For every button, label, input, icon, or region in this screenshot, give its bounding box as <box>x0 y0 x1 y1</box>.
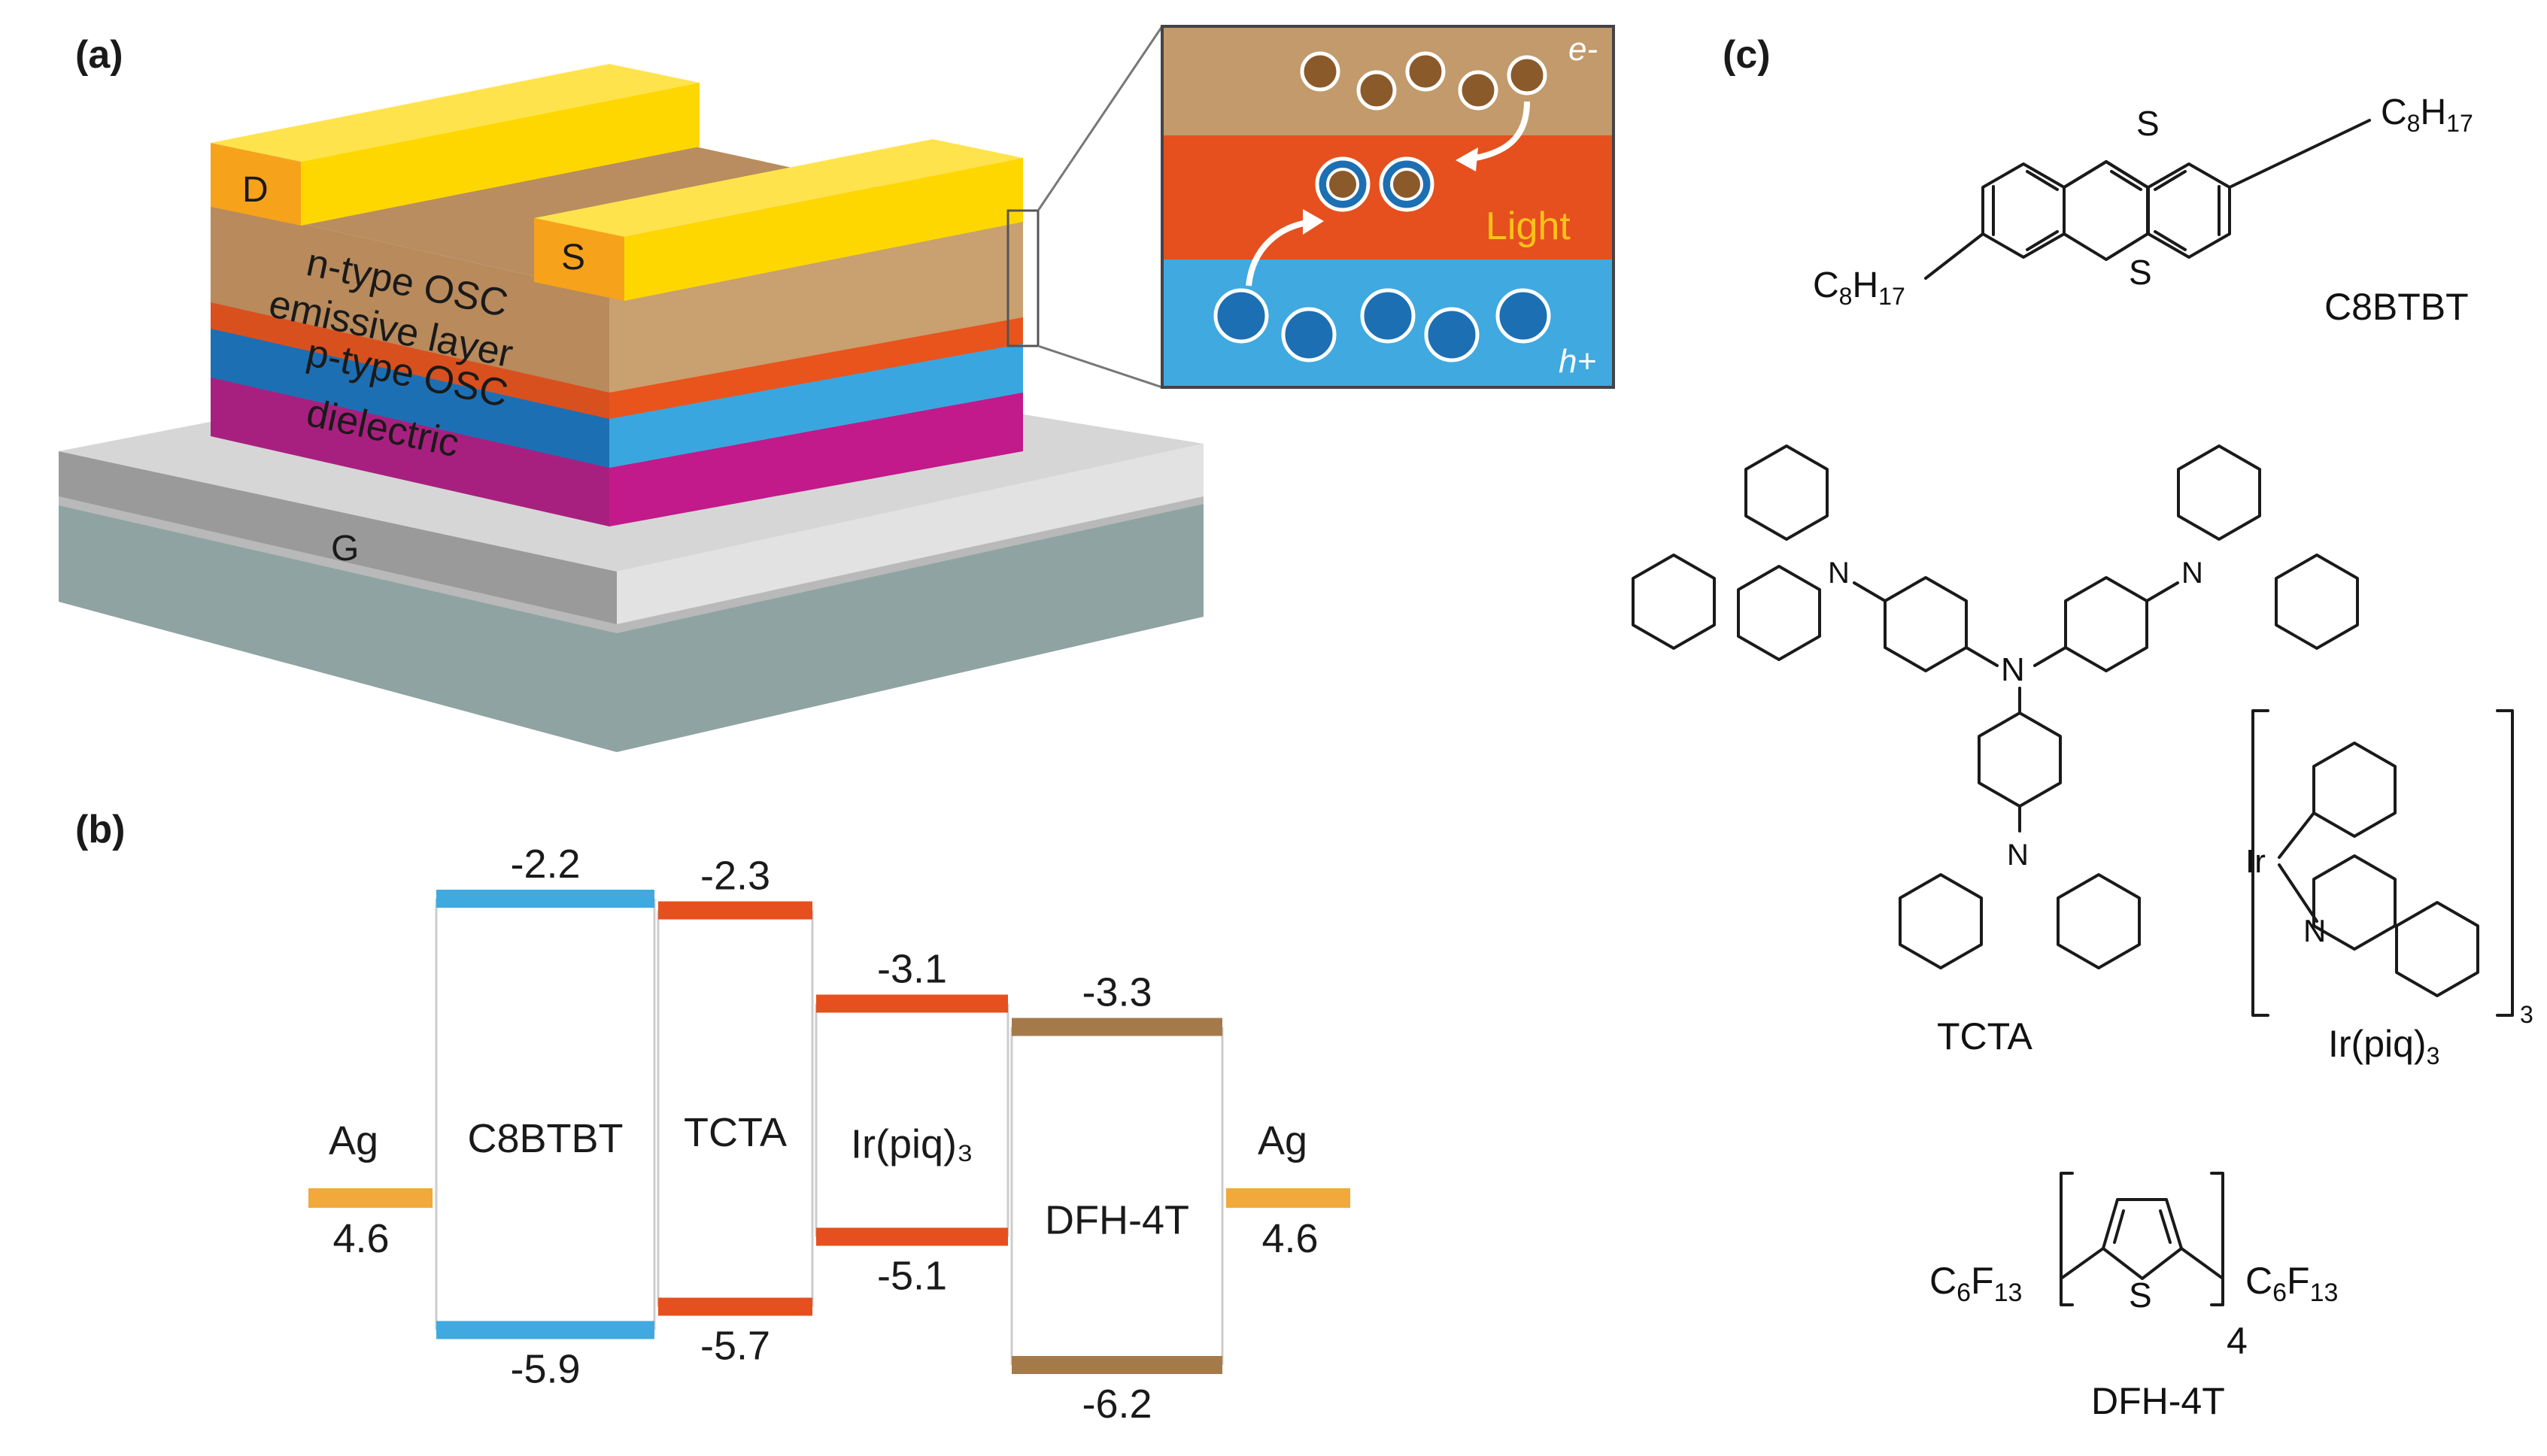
c8btbt-alkyl-left: C8H17 <box>1813 265 1905 310</box>
source-front <box>534 218 624 301</box>
lumo-value: -3.3 <box>1082 970 1152 1015</box>
panel-label-b: (b) <box>75 808 125 851</box>
source-side <box>624 158 1023 301</box>
material-name: TCTA <box>684 1110 787 1155</box>
material-name: DFH-4T <box>1045 1197 1189 1242</box>
source-top <box>534 139 1023 237</box>
lumo-value: -2.2 <box>510 842 580 887</box>
energy-level-diagram: -2.2 -5.9 C8BTBT -2.3 -5.7 TCTA -3.1 -5.1 Ir(piq… <box>308 842 1350 1427</box>
ntype-front <box>211 203 609 393</box>
hole <box>1360 288 1416 344</box>
dfh4t-repeat-count: 4 <box>2227 1320 2248 1362</box>
homo-value: -5.1 <box>877 1254 947 1299</box>
homo-bar <box>658 1297 812 1316</box>
gate-label: G <box>331 529 359 569</box>
metal-value-right: 4.6 <box>1261 1216 1318 1261</box>
dielectric-side <box>609 391 1023 526</box>
dfh4t-structure: S C6F13 C6F13 4 DFH-4T <box>1929 1172 2338 1422</box>
panel-label-c: (c) <box>1723 33 1771 77</box>
homo-value: -6.2 <box>1082 1382 1152 1427</box>
irpiq3-nitrogen: N <box>2303 913 2326 948</box>
metal-level-left <box>308 1188 433 1208</box>
electron <box>1405 51 1446 92</box>
gate-lower-front <box>59 504 617 752</box>
tcta-carbazole-nitrogen-right: N <box>2181 557 2203 590</box>
irpiq3-structure: 3 Ir N Ir(piq)3 <box>2245 709 2533 1069</box>
lumo-bar <box>1012 1018 1222 1036</box>
electron <box>1300 51 1340 92</box>
c8btbt-name: C8BTBT <box>2324 286 2469 328</box>
material-name: C8BTBT <box>467 1116 623 1161</box>
hole-label: h+ <box>1559 343 1596 380</box>
homo-value: -5.9 <box>510 1347 580 1392</box>
dfh4t-chain-left: C6F13 <box>1929 1260 2022 1307</box>
metal-name-left: Ag <box>329 1118 378 1163</box>
tcta-center-nitrogen: N <box>2001 651 2025 688</box>
hole <box>1281 307 1337 362</box>
electron <box>1458 70 1498 111</box>
drain-side <box>301 83 700 226</box>
inset-frame <box>1161 25 1615 389</box>
tcta-carbazole-nitrogen-left: N <box>1828 557 1850 590</box>
light-label: Light <box>1486 205 1571 248</box>
dfh4t-name: DFH-4T <box>2091 1380 2225 1422</box>
tcta-carbazole-nitrogen-bottom: N <box>2007 839 2029 872</box>
hole-arrow <box>1246 219 1313 287</box>
emissive-front <box>211 301 609 419</box>
material-name: Ir(piq)₃ <box>851 1122 973 1167</box>
irpiq3-bracket-subscript: 3 <box>2520 1001 2533 1028</box>
lumo-value: -3.1 <box>877 947 947 992</box>
electron-arrow-head <box>1456 147 1478 171</box>
electron <box>1356 70 1397 111</box>
ptype-side <box>609 342 1023 468</box>
source-label: S <box>561 238 585 278</box>
gate-lower-side <box>617 504 1204 752</box>
electron-label: e- <box>1568 31 1598 68</box>
zoom-box <box>1006 209 1040 347</box>
tcta-structure: N N N N TCTA <box>1632 444 2359 1057</box>
c8btbt-alkyl-right: C8H17 <box>2381 93 2473 137</box>
exciton-core <box>1390 168 1423 201</box>
drain-top <box>211 64 700 162</box>
ntype-side <box>609 218 1023 393</box>
electron-arrow <box>1466 101 1530 162</box>
zoom-connector-bottom <box>1037 344 1163 389</box>
tcta-name: TCTA <box>1937 1015 2032 1057</box>
metal-name-right: Ag <box>1258 1118 1307 1163</box>
ptype-front <box>211 327 609 468</box>
c8btbt-sulfur-bottom: S <box>2129 253 2152 292</box>
homo-value: -5.7 <box>700 1324 770 1369</box>
exciton-core <box>1326 168 1359 201</box>
metal-value-left: 4.6 <box>332 1216 389 1261</box>
homo-bar <box>436 1321 654 1339</box>
emissive-side <box>609 316 1023 419</box>
device-schematic: G D S n-type OSC emissive layer p-type O… <box>59 26 1204 752</box>
homo-bar <box>816 1227 1008 1246</box>
drain-label: D <box>242 170 269 210</box>
hole-arrow-head <box>1303 209 1324 235</box>
dfh4t-sulfur: S <box>2129 1276 2152 1315</box>
metal-level-right <box>1226 1188 1350 1208</box>
recombination-inset: e- Light h+ <box>1161 25 1615 389</box>
hole <box>1213 288 1269 344</box>
lumo-bar <box>658 901 812 920</box>
panel-label-a: (a) <box>75 33 123 77</box>
zoom-connector-top <box>1037 26 1164 211</box>
lumo-bar <box>436 890 654 908</box>
dielectric-front <box>211 376 609 526</box>
drain-front <box>211 143 301 226</box>
irpiq3-name: Ir(piq)3 <box>2328 1023 2439 1069</box>
hole <box>1424 307 1480 362</box>
irpiq3-iridium: Ir <box>2245 843 2266 880</box>
electron <box>1507 55 1547 96</box>
hole <box>1495 288 1551 344</box>
c8btbt-structure: S S C8H17 C8H17 C8BTBT <box>1813 93 2473 328</box>
dfh4t-chain-right: C6F13 <box>2245 1260 2338 1307</box>
lumo-value: -2.3 <box>700 854 770 899</box>
lumo-bar <box>816 994 1008 1013</box>
c8btbt-sulfur-top: S <box>2136 104 2160 143</box>
homo-bar <box>1012 1356 1222 1374</box>
